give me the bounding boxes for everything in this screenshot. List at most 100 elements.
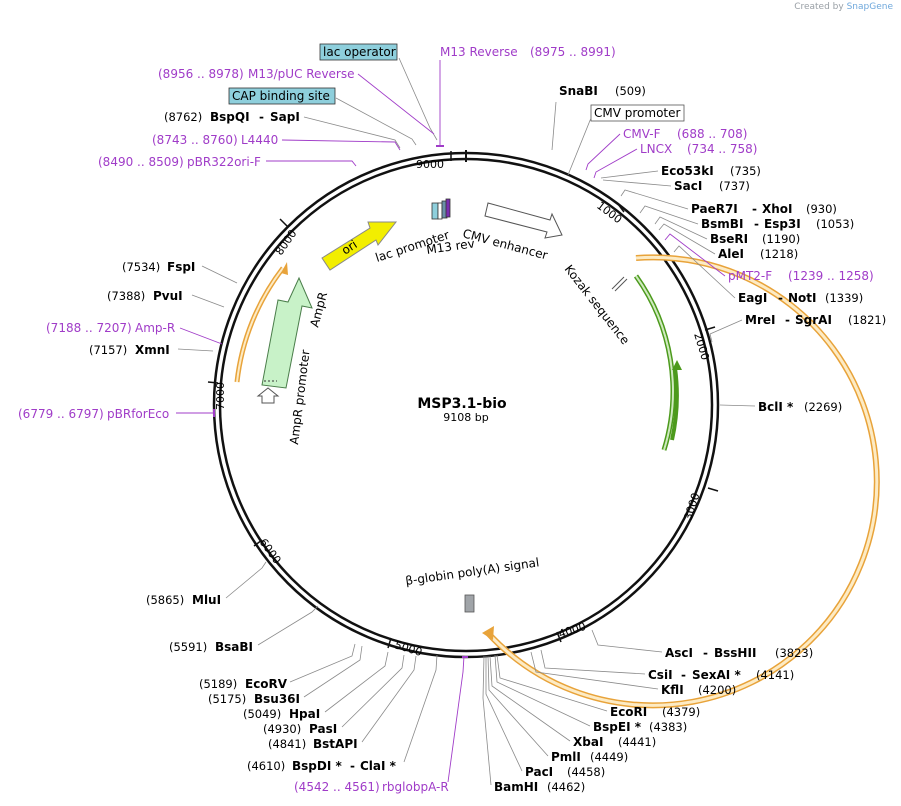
kfli-pos: (4200) — [698, 683, 736, 697]
cmv-promoter-guide — [567, 117, 592, 176]
ecori-name: EcoRI — [610, 705, 647, 719]
pmt2f-name: pMT2-F — [728, 269, 772, 283]
xmni-guide — [177, 348, 214, 352]
pbr322-name: pBR322ori-F — [187, 155, 261, 169]
ecorv-name: EcoRV — [245, 677, 288, 691]
ecorv-guide — [289, 643, 356, 683]
saci-pos: (737) — [719, 179, 750, 193]
alei-name: AleI — [718, 247, 744, 261]
bsu36i-pos: (5175) — [208, 692, 246, 706]
mrei-pos: (1821) — [848, 313, 886, 327]
bseri-name: BseRI — [710, 232, 748, 246]
m13-reverse-name: M13 Reverse — [440, 45, 518, 59]
bsmbi-name2: Esp3I — [764, 217, 801, 231]
l4440-guide — [281, 139, 401, 151]
ruler-label-8000: 8000 — [273, 227, 300, 257]
m13puc-name: M13/pUC Reverse — [248, 67, 355, 81]
mlui-guide — [225, 561, 267, 599]
lncx-name: LNCX — [640, 142, 672, 156]
ampr-label: AmpR — [307, 291, 330, 329]
bspdi-pos: (4610) — [247, 759, 285, 773]
lac-promoter-block-2 — [437, 202, 443, 220]
hpai-pos: (5049) — [243, 707, 281, 721]
ampr-arrow — [261, 276, 313, 389]
cmv-promoter-rect — [590, 104, 685, 122]
xmni-name: XmnI — [135, 343, 170, 357]
ampr-primer-guide — [179, 327, 223, 345]
cap-rect — [228, 87, 336, 105]
mrei-name: MreI — [745, 313, 775, 327]
l4440-range: (8743 .. 8760) — [152, 133, 238, 147]
bcli-guide — [719, 404, 756, 407]
eco53ki-pos: (735) — [730, 164, 761, 178]
bseri-guide — [654, 216, 708, 240]
polya-block — [464, 594, 475, 613]
paci-pos: (4458) — [567, 765, 605, 779]
cmv-promoter-label: CMV promoter — [594, 106, 681, 120]
asci-sep: - — [703, 646, 708, 660]
bspqi-sep: - — [259, 110, 264, 124]
eagi-guide — [673, 245, 736, 299]
ruler-label-4000: 4000 — [557, 620, 588, 641]
orf-arc-main-arrowhead — [482, 626, 494, 640]
kozak-mark-1 — [611, 276, 625, 290]
eco53ki-name: Eco53kI — [661, 164, 714, 178]
bspqi-name2: SapI — [270, 110, 300, 124]
bspei-pos: (4383) — [649, 720, 687, 734]
bsabi-pos: (5591) — [169, 640, 207, 654]
green-orf-arc-fill — [635, 275, 674, 451]
pvui-name: PvuI — [153, 289, 183, 303]
paer7i-pos: (930) — [806, 202, 837, 216]
rbglob-range: (4542 .. 4561) — [294, 780, 380, 794]
csii-name2: SexAI * — [692, 668, 741, 682]
pmli-name: PmlI — [551, 750, 581, 764]
green-orf-arc-lower — [670, 367, 679, 441]
ruler-label-5000: 5000 — [393, 638, 424, 659]
fspi-pos: (7534) — [122, 260, 160, 274]
saci-name: SacI — [674, 179, 702, 193]
hpai-name: HpaI — [289, 707, 320, 721]
bspdi-name: BspDI * — [292, 759, 342, 773]
pmli-pos: (4449) — [590, 750, 628, 764]
ampr-promoter-arrow — [256, 387, 280, 404]
bstapi-guide — [361, 655, 417, 743]
ecorv-pos: (5189) — [199, 677, 237, 691]
bsu36i-name: Bsu36I — [254, 692, 300, 706]
bsmbi-pos: (1053) — [816, 217, 854, 231]
xbai-name: XbaI — [573, 735, 603, 749]
bsabi-name: BsaBI — [215, 640, 253, 654]
m13-rev-block — [445, 198, 451, 218]
paer7i-sep: - — [752, 202, 757, 216]
ecori-pos: (4379) — [662, 705, 700, 719]
alei-pos: (1218) — [760, 247, 798, 261]
pbrfor-name: pBRforEco — [107, 407, 169, 421]
saci-guide — [602, 179, 672, 187]
kozak-mark-2 — [614, 278, 628, 292]
plasmid-size: 9108 bp — [443, 411, 488, 424]
cmv-promoter-box: CMV promoter — [590, 104, 685, 122]
lac-operator-label: lac operator — [323, 45, 396, 59]
cap-label: CAP binding site — [232, 89, 330, 103]
pbr322-guide — [266, 160, 357, 167]
cap-box: CAP binding site — [228, 87, 336, 105]
mrei-sep: - — [785, 313, 790, 327]
bseri-pos: (1190) — [762, 232, 800, 246]
ruler-label-9000: 9000 — [416, 158, 444, 171]
pasi-name: PasI — [309, 722, 337, 736]
ruler-tick-6000 — [253, 539, 263, 547]
pvui-pos: (7388) — [107, 289, 145, 303]
bsmbi-name: BsmBI — [701, 217, 743, 231]
m13-rev-label: M13 rev — [425, 236, 475, 257]
rbglob-guide — [447, 655, 465, 783]
paci-name: PacI — [525, 765, 553, 779]
bspdi-name2: ClaI * — [360, 759, 397, 773]
eco53ki-guide — [600, 170, 659, 179]
ruler-tick-1000 — [617, 203, 625, 213]
eagi-sep: - — [778, 291, 783, 305]
snabi-name: SnaBI — [559, 84, 598, 98]
bspei-guide — [494, 654, 591, 727]
csii-pos: (4141) — [756, 668, 794, 682]
paer7i-name: PaeR7I — [691, 202, 738, 216]
bspdi-guide — [403, 654, 438, 763]
bsmbi-sep: - — [754, 217, 759, 231]
